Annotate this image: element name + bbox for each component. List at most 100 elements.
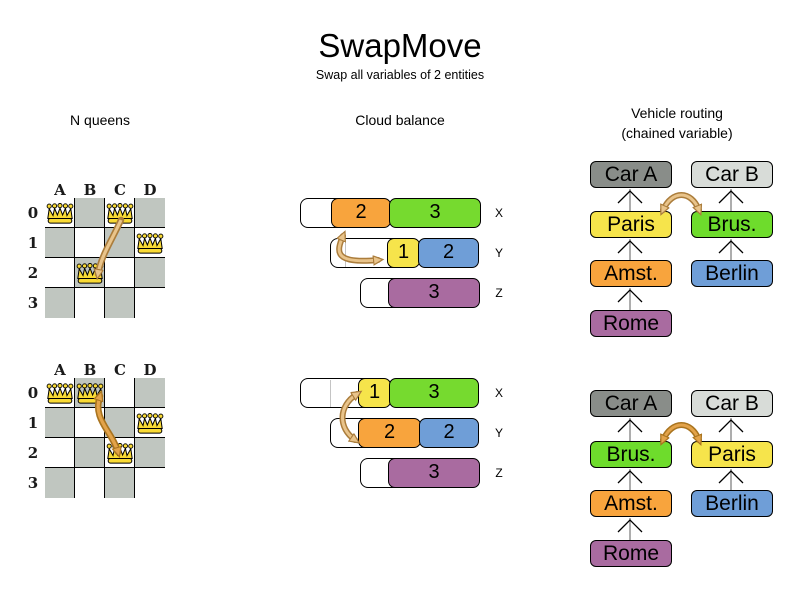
process-block: 3 (388, 278, 480, 308)
computer-label: X (494, 386, 503, 400)
board-cell (104, 467, 135, 498)
node-berlin-before: Berlin (691, 260, 773, 287)
queen-icon (76, 382, 104, 405)
nqueens-section-title: N queens (70, 112, 130, 128)
process-block: 3 (389, 378, 479, 408)
computer-label: Y (494, 246, 503, 260)
vehicle-section-title: Vehicle routing (chained variable) (557, 103, 797, 143)
column-label: C (114, 181, 126, 199)
row-label: 3 (27, 294, 39, 312)
board-cell (134, 437, 165, 468)
chain-arrowhead-icon (617, 190, 643, 204)
vehicle-section-title-line2: (chained variable) (621, 125, 733, 141)
capacity-divider-line (330, 379, 331, 407)
chain-arrowhead-icon (617, 470, 643, 484)
board-cell (104, 407, 135, 438)
row-label: 2 (27, 444, 39, 462)
queen-icon (76, 262, 104, 285)
process-block: 1 (358, 378, 391, 408)
process-block: 2 (358, 418, 421, 448)
chain-arrowhead-icon (617, 419, 643, 433)
row-label: 0 (27, 204, 39, 222)
board-cell (44, 407, 75, 438)
swap-arrow-vehicle-before (660, 192, 699, 210)
chain-arrowhead-icon (617, 240, 643, 254)
board-cell (74, 407, 105, 438)
node-berlin-after: Berlin (691, 490, 773, 517)
board-cell (74, 467, 105, 498)
queen-icon (46, 202, 74, 225)
row-label: 3 (27, 474, 39, 492)
chain-arrowhead-icon (617, 289, 643, 303)
queen-icon (106, 202, 134, 225)
node-amst-before: Amst. (590, 260, 672, 287)
row-label: 1 (27, 234, 39, 252)
queen-icon (136, 232, 164, 255)
node-car-b-after: Car B (691, 390, 773, 417)
column-label: B (83, 181, 97, 199)
process-block: 2 (419, 418, 479, 448)
node-brus-after: Brus. (590, 441, 672, 468)
chain-arrowhead-icon (617, 519, 643, 533)
node-car-a-before: Car A (590, 161, 672, 188)
row-label: 2 (27, 264, 39, 282)
board-cell (134, 467, 165, 498)
board-cell (134, 287, 165, 318)
row-label: 1 (27, 414, 39, 432)
board-cell (74, 227, 105, 258)
diagram-subtitle: Swap all variables of 2 entities (315, 68, 485, 82)
column-label: A (54, 361, 66, 379)
column-label: B (83, 361, 97, 379)
process-block: 3 (389, 198, 481, 228)
node-paris-after: Paris (691, 441, 773, 468)
node-amst-after: Amst. (590, 490, 672, 517)
process-block: 2 (418, 238, 479, 268)
board-cell (104, 227, 135, 258)
queen-icon (106, 442, 134, 465)
column-label: D (143, 361, 157, 379)
board-cell (74, 287, 105, 318)
queen-icon (46, 382, 74, 405)
swap-arrow-vehicle-after (660, 422, 699, 440)
capacity-divider-line (345, 239, 346, 267)
board-cell (74, 197, 105, 228)
board-cell (104, 257, 135, 288)
board-cell (104, 287, 135, 318)
row-label: 0 (27, 384, 39, 402)
chain-arrows (617, 189, 744, 540)
column-label: C (114, 361, 126, 379)
node-car-a-after: Car A (590, 390, 672, 417)
node-car-b-before: Car B (691, 161, 773, 188)
node-brus-before: Brus. (691, 211, 773, 238)
board-cell (44, 227, 75, 258)
process-block: 2 (331, 198, 391, 228)
process-block: 1 (387, 238, 420, 268)
computer-label: Y (494, 426, 503, 440)
process-block: 3 (388, 458, 480, 488)
node-paris-before: Paris (590, 211, 672, 238)
board-cell (44, 437, 75, 468)
queen-icon (136, 412, 164, 435)
board-cell (44, 467, 75, 498)
board-cell (134, 257, 165, 288)
board-cell (104, 377, 135, 408)
board-cell (44, 287, 75, 318)
chain-arrowhead-icon (718, 470, 744, 484)
computer-label: Z (495, 286, 503, 300)
board-cell (134, 197, 165, 228)
chain-arrowhead-icon (718, 190, 744, 204)
computer-label: X (494, 206, 503, 220)
column-label: A (54, 181, 66, 199)
node-rome-before: Rome (590, 310, 672, 337)
chain-arrowhead-icon (718, 419, 744, 433)
vehicle-section-title-line1: Vehicle routing (631, 105, 723, 121)
board-cell (74, 437, 105, 468)
node-rome-after: Rome (590, 540, 672, 567)
chain-arrowhead-icon (718, 240, 744, 254)
board-cell (44, 257, 75, 288)
cloud-section-title: Cloud balance (355, 112, 445, 128)
column-label: D (143, 181, 157, 199)
computer-label: Z (495, 466, 503, 480)
diagram-title: SwapMove (318, 27, 482, 64)
